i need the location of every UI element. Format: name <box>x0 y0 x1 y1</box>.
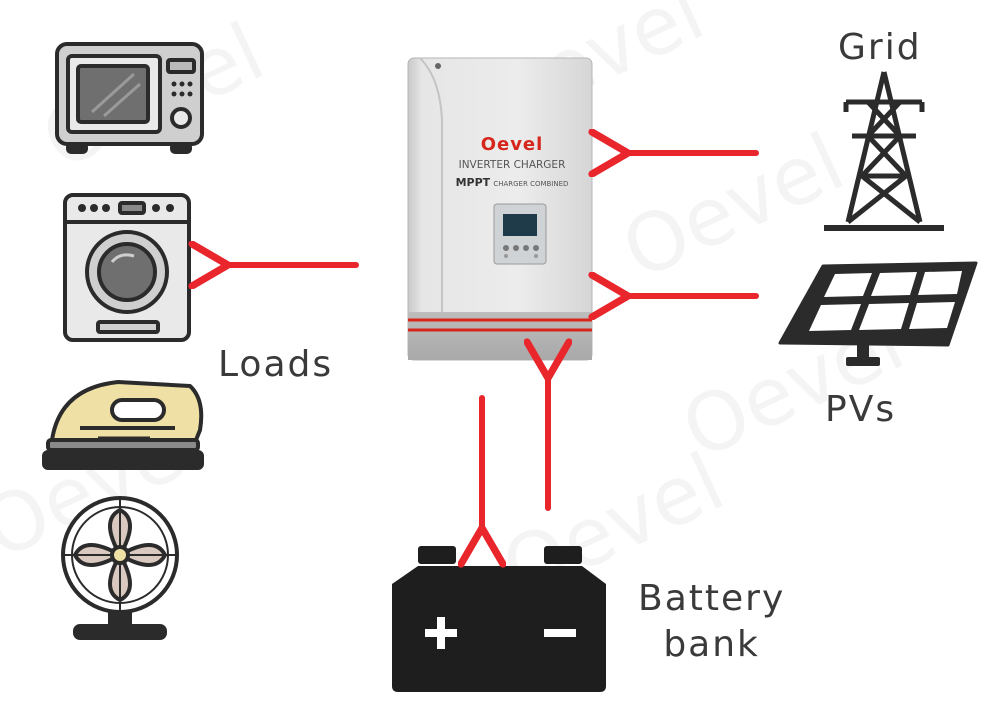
fan-icon <box>61 496 179 640</box>
inverter-device <box>407 57 593 361</box>
battery-label-line1: Battery <box>638 578 786 619</box>
battery-bank-label: Battery bank <box>638 576 785 668</box>
washing-machine-icon <box>63 193 191 342</box>
inverter-brand: Oevel <box>481 134 544 155</box>
solar-panel-icon <box>778 261 978 366</box>
pvs-label: PVs <box>825 389 897 430</box>
battery-icon <box>392 546 606 692</box>
grid-label: Grid <box>838 27 922 68</box>
power-tower-icon <box>824 71 944 231</box>
loads-label: Loads <box>218 344 334 385</box>
inverter-line1: INVERTER CHARGER <box>459 159 566 171</box>
microwave-icon <box>55 42 204 154</box>
arrows-group <box>228 153 759 528</box>
inverter-line2: MPPT CHARGER COMBINED <box>456 176 569 189</box>
inverter-mppt: MPPT <box>456 176 491 189</box>
iron-icon <box>42 380 204 470</box>
inverter-line2-rest: CHARGER COMBINED <box>493 180 568 188</box>
battery-label-line2: bank <box>663 624 760 665</box>
